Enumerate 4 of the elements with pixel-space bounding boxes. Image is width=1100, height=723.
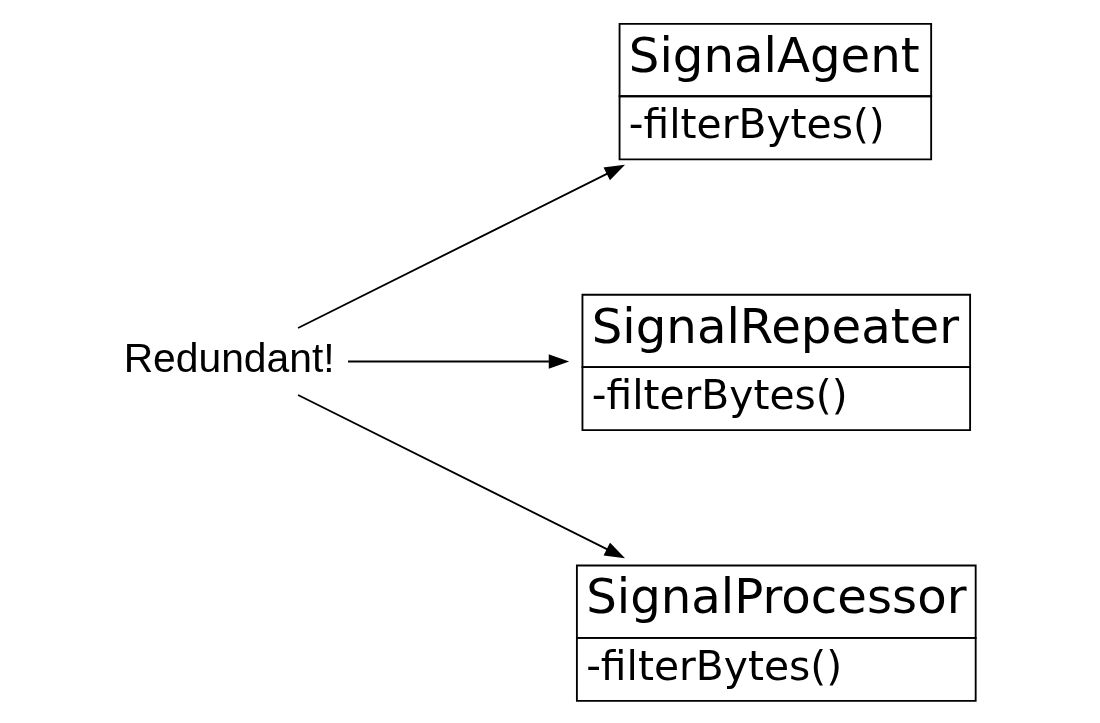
arrow [347,354,570,369]
arrow [297,164,626,329]
arrow [297,394,626,559]
node-text: Redundant! [123,334,335,381]
